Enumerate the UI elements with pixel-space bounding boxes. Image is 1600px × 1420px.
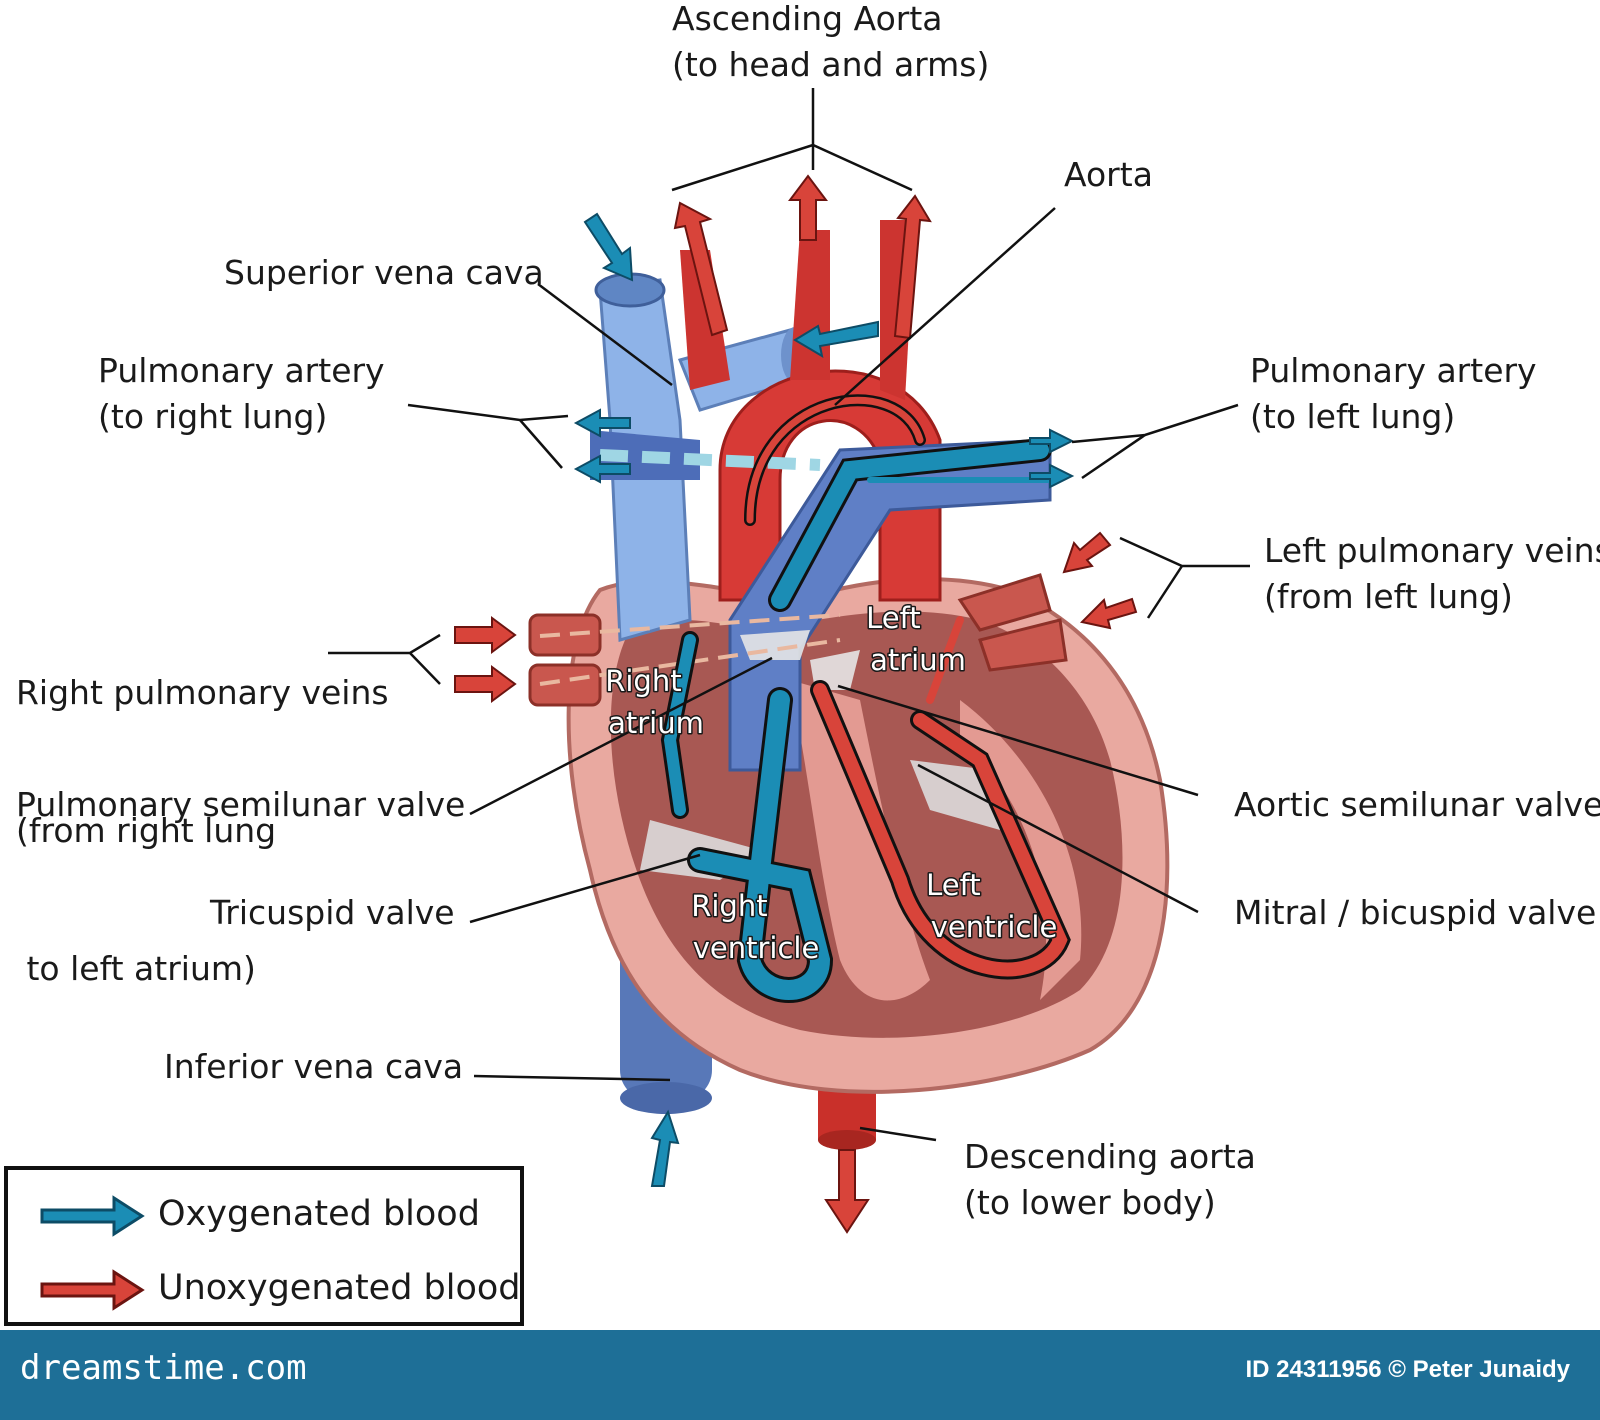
pulmonary-artery-arrows: [573, 408, 1075, 489]
legend-unoxygenated-text: Unoxygenated blood: [158, 1268, 521, 1308]
red-arrow-icon: [40, 1269, 145, 1311]
right-pulmonary-veins-line1: Right pulmonary veins: [16, 673, 389, 712]
unoxygenated-flow-paths: [744, 394, 1071, 980]
tricuspid-valve-label: Tricuspid valve: [210, 893, 455, 932]
image-credit: ID 24311956 © Peter Junaidy: [1245, 1356, 1570, 1383]
oxygenated-flow-paths: [660, 438, 1053, 1003]
pulmonary-artery-right-label: Pulmonary artery (to right lung): [98, 348, 385, 440]
superior-vena-cava-arrows: [583, 212, 879, 359]
descending-aorta-label: Descending aorta (to lower body): [964, 1134, 1256, 1226]
pulmonary-vein-arrows: [454, 531, 1138, 703]
left-ventricle-label: Left ventricle: [926, 868, 1057, 944]
ascending-aorta-label-line2: (to head and arms): [672, 45, 990, 84]
legend-row-unoxygenated: Unoxygenated blood: [8, 1262, 521, 1322]
aorta-label: Aorta: [1064, 155, 1153, 194]
superior-vena-cava-label: Superior vena cava: [224, 253, 544, 292]
pulmonary-artery-right-line2: (to right lung): [98, 397, 328, 436]
descending-aorta-line2: (to lower body): [964, 1183, 1216, 1222]
ascending-aorta-label: Ascending Aorta (to head and arms): [672, 0, 989, 88]
mitral-valve-label: Mitral / bicuspid valve: [1234, 893, 1597, 932]
pulmonary-dashed-line: [599, 449, 821, 471]
aortic-semilunar-valve-label: Aortic semilunar valve: [1234, 785, 1600, 824]
pulmonary-veins: [528, 573, 1068, 707]
pulmonary-artery-left-label: Pulmonary artery (to left lung): [1250, 348, 1537, 440]
blue-arrow-icon: [40, 1195, 145, 1237]
pulmonary-artery-right-line1: Pulmonary artery: [98, 351, 385, 390]
pulmonary-artery-left-line2: (to left lung): [1250, 397, 1456, 436]
ascending-aorta-arrows: [673, 174, 932, 340]
legend: Oxygenated blood Unoxygenated blood: [4, 1166, 524, 1326]
inferior-vena-cava-arrow: [650, 1109, 680, 1187]
footer-bar: dreamstime.com ID 24311956 © Peter Junai…: [0, 1330, 1600, 1420]
descending-aorta-line1: Descending aorta: [964, 1137, 1256, 1176]
left-pulmonary-veins-label: Left pulmonary veins (from left lung): [1264, 528, 1600, 620]
right-ventricle-label: Right ventricle: [691, 889, 819, 965]
inferior-vena-cava-label: Inferior vena cava: [164, 1047, 464, 1086]
legend-row-oxygenated: Oxygenated blood: [8, 1188, 520, 1248]
right-atrium-label: Right atrium: [605, 664, 704, 740]
left-pulmonary-veins-line2: (from left lung): [1264, 577, 1513, 616]
right-pulmonary-veins-line2: (from right lung: [16, 811, 277, 850]
pulmonary-artery-left-line1: Pulmonary artery: [1250, 351, 1537, 390]
left-atrium-label: Left atrium: [866, 601, 966, 677]
leader-lines: [328, 88, 1250, 1142]
descending-aorta-arrow: [824, 1149, 870, 1234]
right-pulmonary-veins-label: Right pulmonary veins (from right lung t…: [16, 578, 389, 1038]
right-veins-dashed-line-1: [539, 613, 841, 638]
right-pulmonary-veins-line3: to left atrium): [16, 949, 256, 988]
septum: [790, 680, 930, 1001]
dreamstime-logo: dreamstime.com: [20, 1348, 307, 1388]
left-pulmonary-veins-line1: Left pulmonary veins: [1264, 531, 1600, 570]
pulmonary-semilunar-valve-label: Pulmonary semilunar valve: [16, 785, 466, 824]
ascending-aorta-label-line1: Ascending Aorta: [672, 0, 943, 38]
legend-oxygenated-text: Oxygenated blood: [158, 1194, 480, 1234]
